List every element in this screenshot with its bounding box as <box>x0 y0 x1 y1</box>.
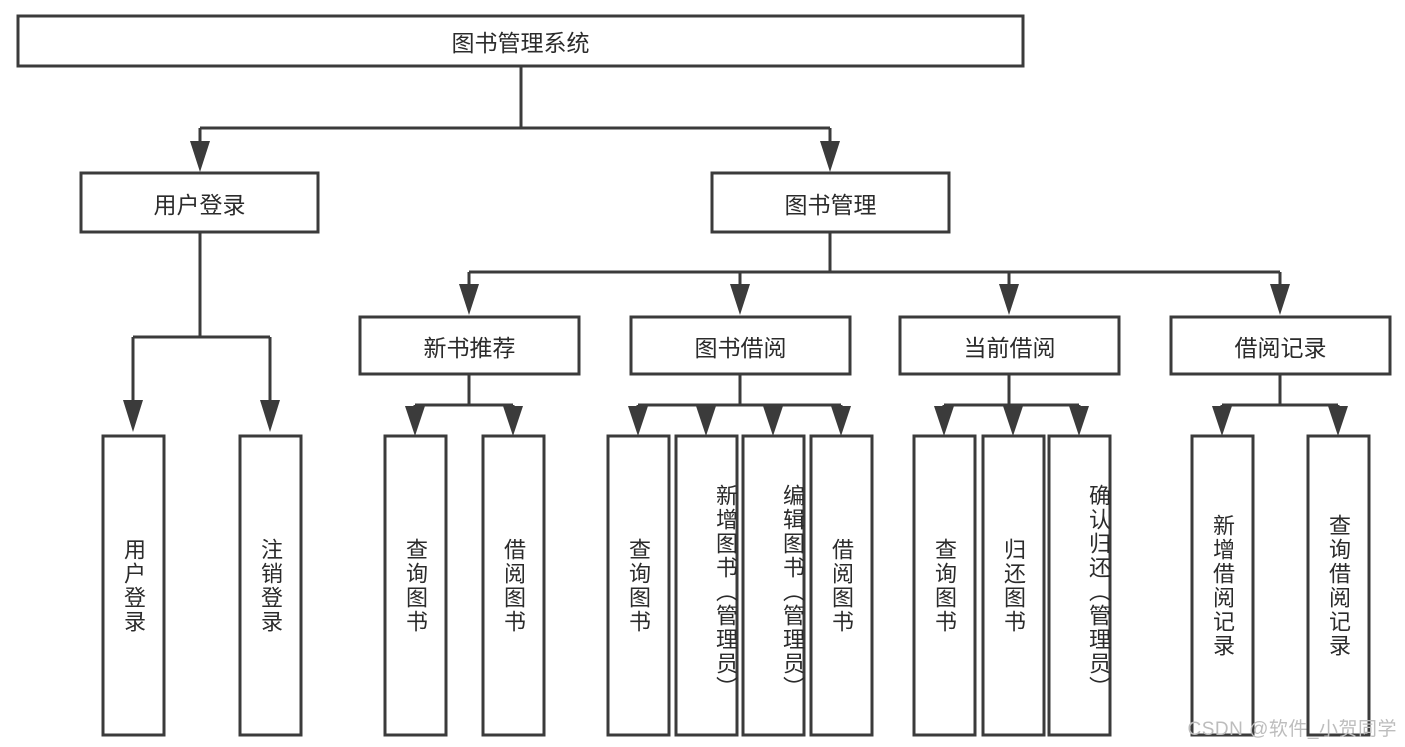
connector-group-records <box>1212 374 1348 436</box>
node-box-records[interactable] <box>1169 315 1392 376</box>
arrow-head-icon <box>628 406 648 436</box>
arrow-head-icon <box>1328 406 1348 436</box>
node-box-leaf-10[interactable] <box>981 434 1046 737</box>
node-box-current[interactable] <box>898 315 1121 376</box>
arrow-head-icon <box>190 141 210 172</box>
connector-group-borrow <box>628 374 851 436</box>
arrow-head-icon <box>260 400 280 432</box>
node-box-leaf-7[interactable] <box>741 434 806 737</box>
arrow-head-icon <box>405 406 425 436</box>
connector-group-bookmgmt <box>459 232 1290 315</box>
arrow-head-icon <box>831 406 851 436</box>
node-box-root[interactable] <box>16 14 1025 68</box>
arrow-head-icon <box>1212 406 1232 436</box>
node-box-leaf-13[interactable] <box>1306 434 1371 737</box>
arrow-head-icon <box>820 141 840 172</box>
arrow-head-icon <box>999 284 1019 315</box>
node-box-leaf-4[interactable] <box>481 434 546 737</box>
arrow-head-icon <box>1003 406 1023 436</box>
node-box-leaf-5[interactable] <box>606 434 671 737</box>
node-box-leaf-2[interactable] <box>238 434 303 737</box>
node-box-leaf-6[interactable] <box>674 434 739 737</box>
connector-group-current <box>934 374 1089 436</box>
node-box-leaf-1[interactable] <box>101 434 166 737</box>
connector-group-login <box>123 232 280 432</box>
arrow-head-icon <box>730 284 750 315</box>
arrow-head-icon <box>503 406 523 436</box>
arrow-head-icon <box>1069 406 1089 436</box>
node-box-bookmgmt[interactable] <box>710 171 951 234</box>
node-box-leaf-8[interactable] <box>809 434 874 737</box>
node-box-leaf-3[interactable] <box>383 434 448 737</box>
connector-group-root <box>190 66 840 172</box>
node-box-leaf-9[interactable] <box>912 434 977 737</box>
arrow-head-icon <box>934 406 954 436</box>
arrow-head-icon <box>696 406 716 436</box>
node-box-leaf-11[interactable] <box>1047 434 1112 737</box>
node-box-leaf-12[interactable] <box>1190 434 1255 737</box>
arrow-head-icon <box>459 284 479 315</box>
node-box-borrow[interactable] <box>629 315 852 376</box>
arrow-head-icon <box>763 406 783 436</box>
arrow-head-icon <box>123 400 143 432</box>
arrow-head-icon <box>1270 284 1290 315</box>
connector-group-newbook <box>405 374 523 436</box>
node-box-login[interactable] <box>79 171 320 234</box>
node-box-newbook[interactable] <box>358 315 581 376</box>
